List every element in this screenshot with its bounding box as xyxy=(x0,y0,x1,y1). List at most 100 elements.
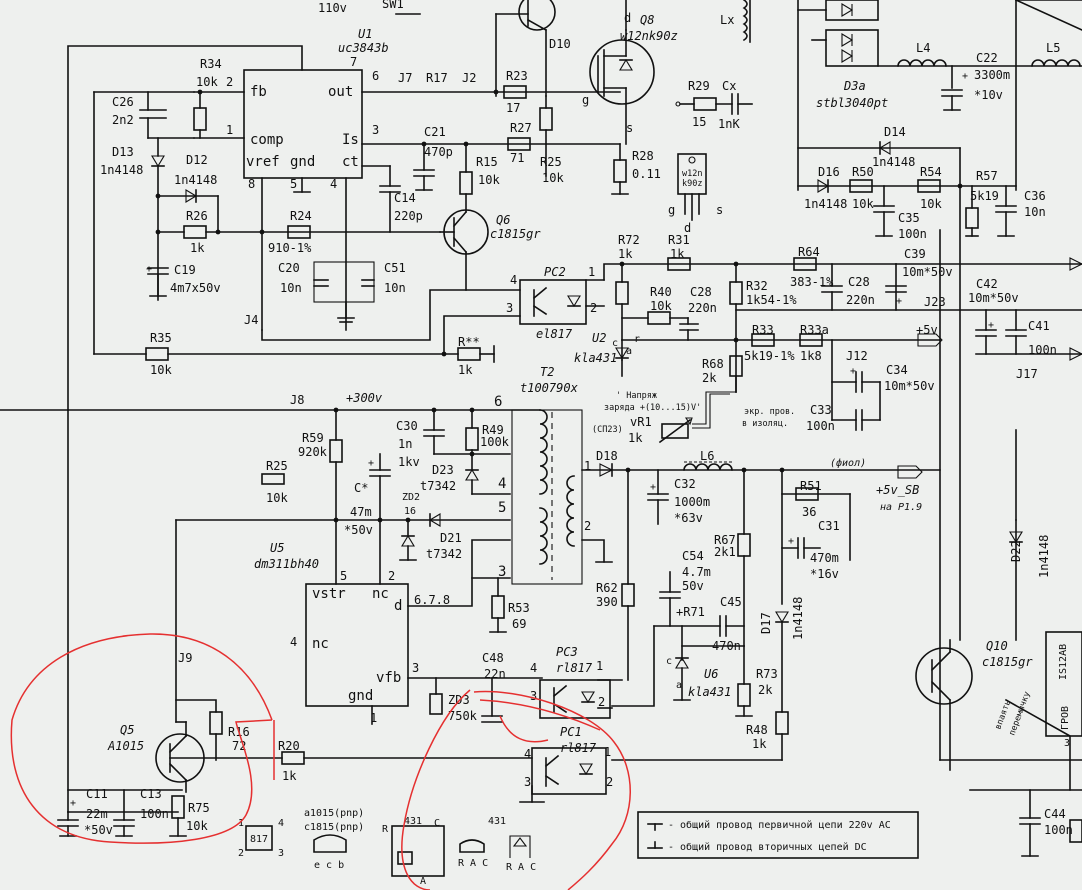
label-r35-value: 10k xyxy=(150,363,172,377)
label-d12-value: 1n4148 xyxy=(174,173,217,187)
label-zd2: ZD2 xyxy=(402,492,420,503)
label-d17-value: 1n4148 xyxy=(791,597,805,640)
label-c14: C14 xyxy=(394,191,416,205)
label-r71: +R71 xyxy=(676,605,705,619)
label-d13-value: 1n4148 xyxy=(100,163,143,177)
u1-pin-comp: comp xyxy=(250,132,284,148)
label-r59: R59 xyxy=(302,431,324,445)
label-r50: R50 xyxy=(852,165,874,179)
label-c31-value2: *16v xyxy=(810,567,839,581)
label-sw1: SW1 xyxy=(382,0,404,11)
label-c34-value: 10m*50v xyxy=(884,379,935,393)
svg-text:+: + xyxy=(896,296,902,307)
label-300v: +300v xyxy=(346,391,383,405)
label-c42: C42 xyxy=(976,277,998,291)
label-c54: C54 xyxy=(682,549,704,563)
label-c30-value2: 1kv xyxy=(398,455,420,469)
label-rxx-value: 1k xyxy=(458,363,473,377)
label-u6: U6 xyxy=(704,667,718,681)
svg-text:3: 3 xyxy=(524,775,531,789)
label-u5-nc: nc xyxy=(372,586,389,602)
label-431-b: 431 xyxy=(488,816,506,827)
svg-text:+: + xyxy=(146,264,152,275)
label-t2-w6: 6 xyxy=(494,394,502,410)
label-r15-value: 10k xyxy=(478,173,500,187)
u1-pin-is: Is xyxy=(342,132,359,148)
u1-pin-num-3: 3 xyxy=(372,123,379,137)
label-t2-w4: 4 xyxy=(498,476,506,492)
label-t2-w1: 1 xyxy=(584,459,591,473)
label-pc3-value: rl817 xyxy=(556,661,593,675)
top-strip: 110v SW1 D10 Lx D3a stbl3040pt L4 C22 33… xyxy=(318,0,1082,191)
label-l6: L6 xyxy=(700,449,714,463)
label-c35-value: 100n xyxy=(898,227,927,241)
label-r23-value: 17 xyxy=(506,101,520,115)
label-q5: Q5 xyxy=(120,723,134,737)
label-r67-value: 2k1 xyxy=(714,545,736,559)
label-431-a: 431 xyxy=(404,816,422,827)
label-c21-value: 470p xyxy=(424,145,453,159)
label-c36: C36 xyxy=(1024,189,1046,203)
label-u5-d: d xyxy=(394,598,402,614)
label-r59-value: 920k xyxy=(298,445,328,459)
svg-text:2: 2 xyxy=(238,848,244,859)
label-c19: C19 xyxy=(174,263,196,277)
u1-pin-num-8: 8 xyxy=(248,177,255,191)
label-d12: D12 xyxy=(186,153,208,167)
label-r27-value: 71 xyxy=(510,151,524,165)
u1-pin-out: out xyxy=(328,84,353,100)
label-c36-value: 10n xyxy=(1024,205,1046,219)
label-r34: R34 xyxy=(200,57,222,71)
label-c54-value: 4.7m xyxy=(682,565,711,579)
label-c11-value2: *50v xyxy=(84,823,113,837)
svg-text:a: a xyxy=(626,346,632,357)
label-pkg2: k90z xyxy=(682,179,702,189)
label-a1015-pkg: a1015(pnp) xyxy=(304,808,364,819)
label-d22: D22 xyxy=(1009,540,1023,562)
label-5v: +5v xyxy=(916,323,938,337)
label-vr1-value: 1k xyxy=(628,431,643,445)
svg-text:+: + xyxy=(988,320,994,331)
right-supervisor: D22 1n4148 Q10 c1815gr впаять перемычку … xyxy=(915,429,1082,857)
label-c48-value: 22n xyxy=(484,667,506,681)
label-r67: R67 xyxy=(714,533,736,547)
label-u5-vstr: vstr xyxy=(312,586,346,602)
label-r51: R51 xyxy=(800,479,822,493)
label-q8: Q8 xyxy=(640,13,654,27)
svg-text:+: + xyxy=(650,482,656,493)
label-r75: R75 xyxy=(188,801,210,815)
label-cx-value: 1nK xyxy=(718,117,740,131)
label-r57-value: 5k19 xyxy=(970,189,999,203)
label-pc3: PC3 xyxy=(556,645,578,659)
label-r72-value: 1k xyxy=(618,247,633,261)
label-note1: ' Напряж xyxy=(616,391,657,401)
label-c28b: C28 xyxy=(848,275,870,289)
label-t2-w2: 2 xyxy=(584,519,591,533)
label-r73-value: 2k xyxy=(758,683,773,697)
label-u5-p5: 5 xyxy=(340,569,347,583)
label-u5-value: dm311bh40 xyxy=(254,557,319,571)
label-c19-value: 4m7x50v xyxy=(170,281,221,295)
label-sp23: (СП23) xyxy=(592,425,623,435)
label-pkg-s: s xyxy=(716,203,723,217)
label-c42-value: 10m*50v xyxy=(968,291,1019,305)
label-c32-value2: *63v xyxy=(674,511,703,525)
label-rxx: R** xyxy=(458,335,480,349)
label-gnd-primary: - общий провод первичной цепи 220v AC xyxy=(668,819,891,831)
label-u5-p4: 4 xyxy=(290,635,297,649)
label-u2: U2 xyxy=(592,331,606,345)
label-rac: R A C xyxy=(458,858,488,869)
label-r64: R64 xyxy=(798,245,820,259)
label-q6: Q6 xyxy=(496,213,510,227)
label-c26-value: 2n2 xyxy=(112,113,134,127)
label-pc1-value: rl817 xyxy=(560,741,597,755)
label-110v: 110v xyxy=(318,1,347,15)
label-ekr2: в изоляц. xyxy=(742,419,788,429)
label-u5-nc2: nc xyxy=(312,636,329,652)
label-r15: R15 xyxy=(476,155,498,169)
label-j17: J17 xyxy=(1016,367,1038,381)
label-r33: R33 xyxy=(752,323,774,337)
label-fiol: (фиол) xyxy=(830,457,866,469)
label-c44-value: 100n xyxy=(1044,823,1073,837)
